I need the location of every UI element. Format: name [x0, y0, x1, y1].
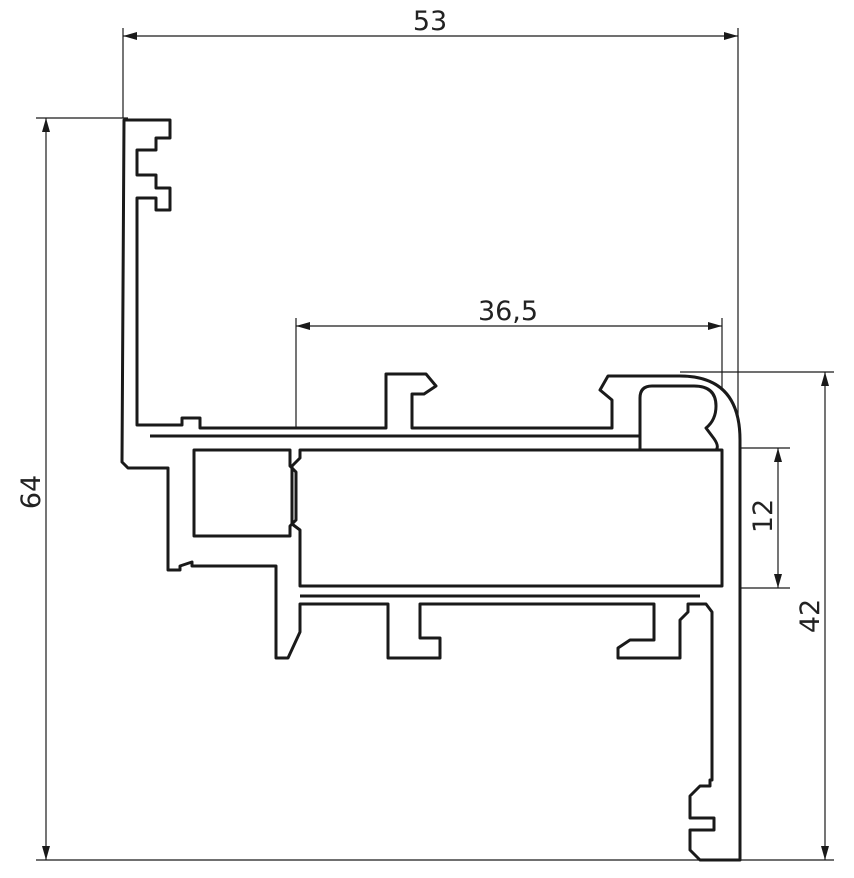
dimension-right-height: 42 [680, 371, 834, 861]
dimension-label-right-height: 42 [795, 599, 826, 633]
profile-top-right-hook [638, 384, 719, 452]
dimension-overall-height: 64 [16, 117, 738, 861]
profile-left-chamber [192, 448, 298, 538]
dimension-label-inner-height: 12 [748, 499, 779, 533]
dimension-label-overall-width: 53 [413, 6, 447, 37]
profile-main-chamber [290, 448, 724, 588]
dimension-label-overall-height: 64 [16, 475, 47, 509]
aluminium-profile [120, 118, 742, 862]
dimension-label-inner-width: 36,5 [478, 296, 538, 327]
profile-outer-contour [120, 118, 742, 862]
